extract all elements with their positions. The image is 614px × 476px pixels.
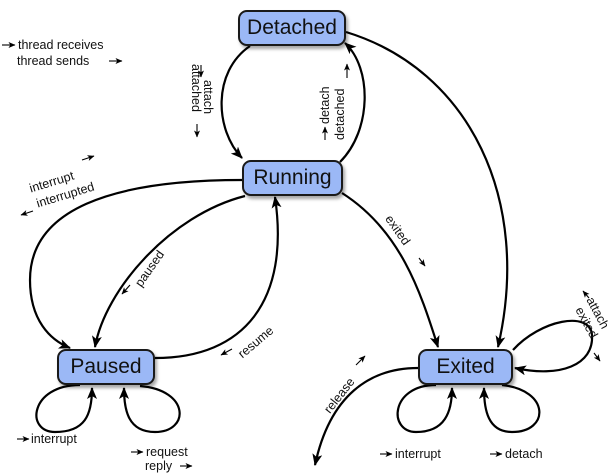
label-detached: detached	[333, 88, 347, 140]
label-detach-bottom: detach	[505, 447, 543, 461]
state-paused-label: Paused	[70, 355, 142, 378]
self-exited-arrow	[593, 352, 601, 362]
edge-detached-to-running	[220, 45, 251, 159]
edge-running-to-paused-2	[91, 194, 246, 348]
state-detached: Detached	[238, 10, 346, 46]
edge-exited-release	[312, 366, 419, 466]
label-exited-interrupt: interrupt	[395, 447, 441, 461]
edge-paused-to-running	[154, 196, 282, 360]
resume-arrow	[220, 348, 233, 356]
state-exited-label: Exited	[436, 355, 495, 378]
interrupt-arrow	[81, 155, 95, 161]
edge-running-to-detached	[339, 42, 366, 163]
label-attached: attached	[189, 64, 203, 112]
legend-receives-label: thread receives	[18, 38, 104, 52]
state-detached-label: Detached	[247, 16, 337, 39]
legend-sends-label: thread sends	[17, 54, 90, 68]
state-running: Running	[242, 160, 343, 196]
label-request: request	[146, 445, 188, 459]
edge-exited-self-interrupt	[396, 383, 457, 434]
edge-detached-to-exited	[345, 30, 509, 348]
edge-exited-self-attach	[512, 319, 594, 376]
edge-paused-self-request	[119, 384, 181, 434]
exited-arrow	[418, 257, 426, 267]
label-reply: reply	[145, 459, 173, 473]
state-running-label: Running	[253, 166, 332, 189]
paused-arrow	[121, 284, 131, 295]
release-arrow	[355, 355, 366, 366]
edge-running-to-exited	[341, 192, 440, 348]
interrupted-arrow	[20, 210, 34, 216]
label-paused-interrupt: interrupt	[31, 432, 77, 446]
edge-exited-self-detach	[479, 383, 541, 434]
state-paused: Paused	[57, 349, 155, 385]
label-detach: detach	[318, 86, 332, 124]
edge-running-to-paused	[28, 178, 243, 350]
edge-paused-self-interrupt	[35, 383, 97, 434]
state-exited: Exited	[418, 349, 513, 385]
self-attach-arrow	[582, 290, 590, 299]
